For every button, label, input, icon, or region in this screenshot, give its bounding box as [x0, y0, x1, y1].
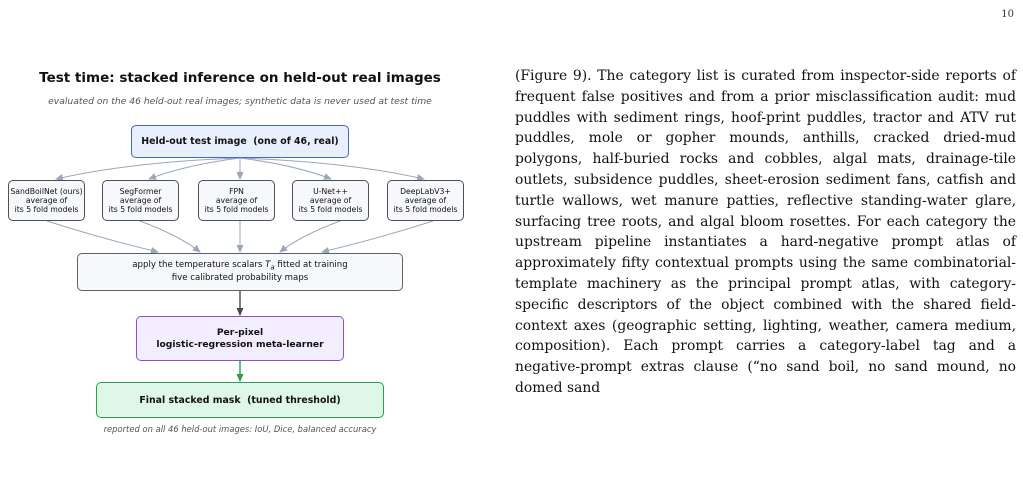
input-image-label: Held-out test image (one of 46, real) [141, 136, 339, 147]
meta-learner-line2: logistic-regression meta-learner [156, 338, 324, 350]
body-text: (Figure 9). The category list is curated… [515, 68, 1016, 396]
model-name: SegFormer [119, 186, 162, 196]
connector-input-model-4 [239, 157, 332, 180]
model-desc-line2: average of [215, 195, 258, 205]
model-name: FPN [229, 186, 244, 196]
temperature-subscript: a [270, 264, 275, 273]
model-desc-line3: its 5 fold models [14, 205, 79, 215]
calibration-line2: five calibrated probability maps [171, 272, 309, 283]
calibration-prefix: apply the temperature scalars [132, 260, 266, 271]
connector-input-model-2 [148, 157, 241, 180]
figure-title: Test time: stacked inference on held-out… [39, 70, 441, 86]
connector-model-2-calib [139, 220, 201, 253]
model-box-sandboilnet: SandBoilNet (ours) average of its 5 fold… [8, 180, 85, 221]
final-mask-label: Final stacked mask (tuned threshold) [139, 394, 341, 406]
connector-input-model-1 [55, 157, 241, 181]
model-desc-line2: average of [309, 195, 352, 205]
calibration-suffix: fitted at training [274, 260, 348, 271]
final-mask-box: Final stacked mask (tuned threshold) [96, 382, 384, 418]
page-number: 10 [1001, 9, 1014, 20]
model-box-unetpp: U-Net++ average of its 5 fold models [292, 180, 369, 221]
model-desc-line2: average of [119, 195, 162, 205]
connector-model-4-calib [279, 220, 341, 253]
model-name: SandBoilNet (ours) [10, 186, 83, 196]
connector-model-5-calib [321, 220, 434, 254]
connector-model-1-calib [46, 220, 159, 254]
model-name: DeepLabV3+ [400, 186, 451, 196]
model-desc-line2: average of [25, 195, 68, 205]
model-desc-line3: its 5 fold models [108, 205, 173, 215]
figure-connectors [46, 157, 434, 382]
meta-learner-box: Per-pixel logistic-regression meta-learn… [136, 316, 344, 361]
figure-caption: reported on all 46 held-out images: IoU,… [103, 424, 377, 434]
model-desc-line3: its 5 fold models [204, 205, 269, 215]
input-image-box: Held-out test image (one of 46, real) [131, 125, 349, 158]
meta-learner-line1: Per-pixel [216, 327, 264, 339]
model-box-fpn: FPN average of its 5 fold models [198, 180, 275, 221]
connector-input-model-5 [239, 157, 425, 181]
temperature-symbol: T [265, 260, 271, 271]
calibration-box: apply the temperature scalars Ta fitted … [77, 253, 403, 291]
calibration-line1: apply the temperature scalars Ta fitted … [132, 260, 347, 272]
model-desc-line3: its 5 fold models [298, 205, 363, 215]
model-name: U-Net++ [313, 186, 348, 196]
stacked-inference-figure: Test time: stacked inference on held-out… [0, 0, 480, 503]
model-box-deeplabv3plus: DeepLabV3+ average of its 5 fold models [387, 180, 464, 221]
figure-subtitle: evaluated on the 46 held-out real images… [48, 96, 432, 107]
model-desc-line2: average of [404, 195, 447, 205]
model-desc-line3: its 5 fold models [393, 205, 458, 215]
model-box-segformer: SegFormer average of its 5 fold models [102, 180, 179, 221]
body-paragraph: (Figure 9). The category list is curated… [515, 66, 1016, 399]
